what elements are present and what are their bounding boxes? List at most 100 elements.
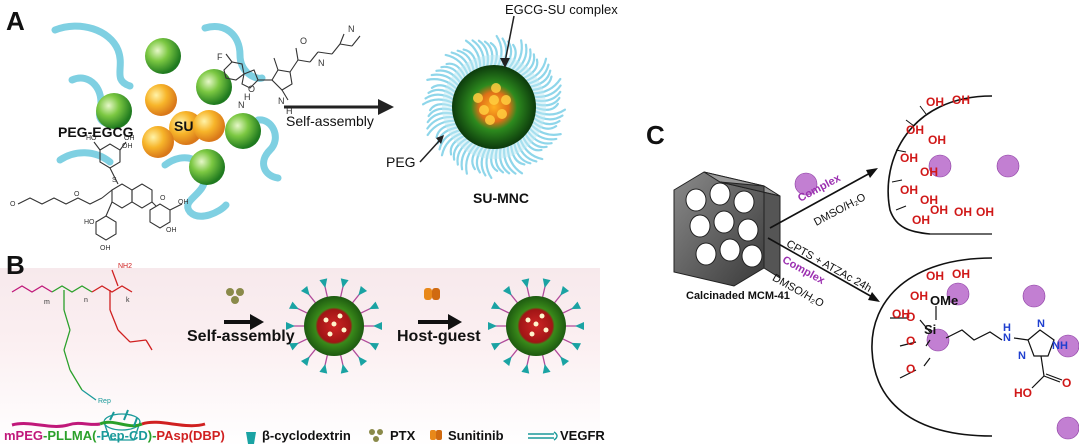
triazole-nh-label: NH bbox=[1052, 340, 1068, 352]
si-label: Si bbox=[924, 322, 937, 337]
complex-sphere-pore2 bbox=[996, 154, 1020, 178]
complex-sphere-upper bbox=[794, 172, 818, 196]
panel-c: C bbox=[600, 0, 1079, 447]
sunitinib-atoms: F H N O N N N H O bbox=[217, 24, 355, 116]
complex-sphere-pore3 bbox=[946, 282, 970, 306]
svg-text:HO: HO bbox=[86, 135, 97, 142]
svg-text:H: H bbox=[244, 92, 251, 102]
svg-text:O: O bbox=[10, 201, 16, 208]
svg-text:Rep: Rep bbox=[98, 398, 111, 405]
self-assembly-label-b: Self-assembly bbox=[187, 328, 295, 345]
sunitinib-pellet bbox=[424, 288, 440, 300]
mcm41-particle bbox=[673, 171, 781, 287]
orange-spheres bbox=[142, 84, 225, 158]
polymer-name-part: -Pep-CD bbox=[96, 428, 148, 443]
panel-b-graphic: m n k NH2 Rep bbox=[11, 263, 584, 444]
legend-ptx-label: PTX bbox=[390, 428, 416, 443]
egcg-structure bbox=[17, 141, 183, 241]
panel-b-background bbox=[0, 268, 600, 447]
triazole-n-left: N bbox=[1018, 350, 1026, 362]
svg-text:F: F bbox=[217, 52, 223, 62]
legend-sunitinib-label: Sunitinib bbox=[448, 428, 504, 443]
peg-pointer bbox=[419, 139, 441, 163]
upper-arrow bbox=[769, 171, 873, 229]
svg-text:OH: OH bbox=[124, 135, 135, 142]
svg-text:OH: OH bbox=[100, 245, 111, 252]
triazole-n-top: N bbox=[1037, 318, 1045, 330]
polymer-atoms: m n k NH2 Rep bbox=[44, 263, 132, 405]
carboxyl-ho-label: HO bbox=[1014, 386, 1032, 400]
legend-ptx-icon bbox=[369, 429, 383, 442]
svg-text:N: N bbox=[278, 96, 285, 106]
amine-h-label: H bbox=[1003, 322, 1011, 334]
svg-text:OH: OH bbox=[910, 289, 928, 303]
svg-text:OH: OH bbox=[920, 165, 938, 179]
svg-text:N: N bbox=[238, 100, 245, 110]
green-spheres bbox=[96, 38, 261, 185]
svg-text:HO: HO bbox=[84, 219, 95, 226]
polymer-chain-cartoon bbox=[11, 409, 206, 428]
legend-vegfr-icon bbox=[528, 431, 558, 441]
legend-cd-icon bbox=[246, 432, 256, 444]
svg-text:OH: OH bbox=[906, 123, 924, 137]
svg-text:NH2: NH2 bbox=[118, 263, 132, 270]
panel-b-letter: B bbox=[6, 250, 25, 280]
lower-arrow bbox=[767, 237, 875, 299]
polymer-name-part: -PLLMA( bbox=[43, 428, 97, 443]
complex-sphere-pore4 bbox=[926, 328, 950, 352]
legend-sunitinib-icon bbox=[430, 430, 442, 440]
polymer-name-part: mPEG bbox=[4, 428, 44, 443]
si-o-label-2: O bbox=[906, 334, 916, 348]
svg-text:m: m bbox=[44, 299, 50, 306]
svg-text:N: N bbox=[318, 58, 325, 68]
svg-text:OH: OH bbox=[930, 203, 948, 217]
sunitinib-structure bbox=[223, 33, 361, 101]
svg-text:O: O bbox=[248, 84, 255, 94]
su-mnc-particle bbox=[421, 34, 567, 180]
svg-text:S: S bbox=[112, 177, 117, 184]
svg-text:O: O bbox=[74, 191, 80, 198]
micelle-2 bbox=[488, 278, 584, 374]
svg-text:OH: OH bbox=[122, 143, 133, 150]
mcm41-label: Calcinaded MCM-41 bbox=[686, 290, 790, 302]
ome-label: OMe bbox=[930, 293, 959, 308]
legend-vegfr-label: VEGFR bbox=[560, 428, 605, 443]
polymer-name-part: PAsp(DBP) bbox=[156, 428, 225, 443]
host-guest-label: Host-guest bbox=[397, 328, 481, 345]
egcg-su-complex-label: EGCG-SU complex bbox=[505, 2, 618, 17]
svg-text:OH: OH bbox=[900, 151, 918, 165]
panel-a-graphic: F H N O N N N H O HO OH bbox=[10, 15, 567, 252]
legend-cd-label: β-cyclodextrin bbox=[262, 428, 351, 443]
egcg-atoms: HO OH OH O S O OH OH HO OH O bbox=[10, 135, 189, 252]
polymer-name: mPEG-PLLMA(-Pep-CD)-PAsp(DBP) bbox=[4, 428, 225, 443]
svg-text:OH: OH bbox=[166, 227, 177, 234]
svg-text:k: k bbox=[126, 297, 130, 304]
svg-text:OH: OH bbox=[976, 205, 994, 219]
svg-text:OH: OH bbox=[912, 213, 930, 227]
self-assembly-label-a: Self-assembly bbox=[286, 113, 374, 129]
complex-sphere-pore6 bbox=[1056, 334, 1079, 358]
svg-text:OH: OH bbox=[926, 95, 944, 109]
peg-egcg-label: PEG-EGCG bbox=[58, 124, 134, 140]
svg-text:H: H bbox=[286, 106, 293, 116]
complex-sphere-pore1 bbox=[928, 154, 952, 178]
si-o-label-3: O bbox=[906, 362, 916, 376]
svg-text:OH: OH bbox=[928, 133, 946, 147]
carboxyl-o-label: O bbox=[1062, 376, 1072, 390]
egcg-su-pointer bbox=[504, 15, 515, 63]
complex-sphere-pore5 bbox=[1022, 284, 1046, 308]
ptx-dots bbox=[226, 288, 244, 304]
svg-text:n: n bbox=[84, 297, 88, 304]
svg-text:OH: OH bbox=[952, 267, 970, 281]
svg-text:OH: OH bbox=[954, 205, 972, 219]
su-label: SU bbox=[174, 118, 194, 134]
panel-b: B bbox=[0, 250, 605, 447]
complex-sphere-pore7 bbox=[1056, 416, 1079, 440]
panel-a: A bbox=[0, 0, 618, 262]
svg-text:OH: OH bbox=[920, 193, 938, 207]
polymer-name-part: )- bbox=[147, 428, 157, 443]
svg-text:N: N bbox=[348, 24, 355, 34]
peg-label: PEG bbox=[386, 154, 416, 170]
